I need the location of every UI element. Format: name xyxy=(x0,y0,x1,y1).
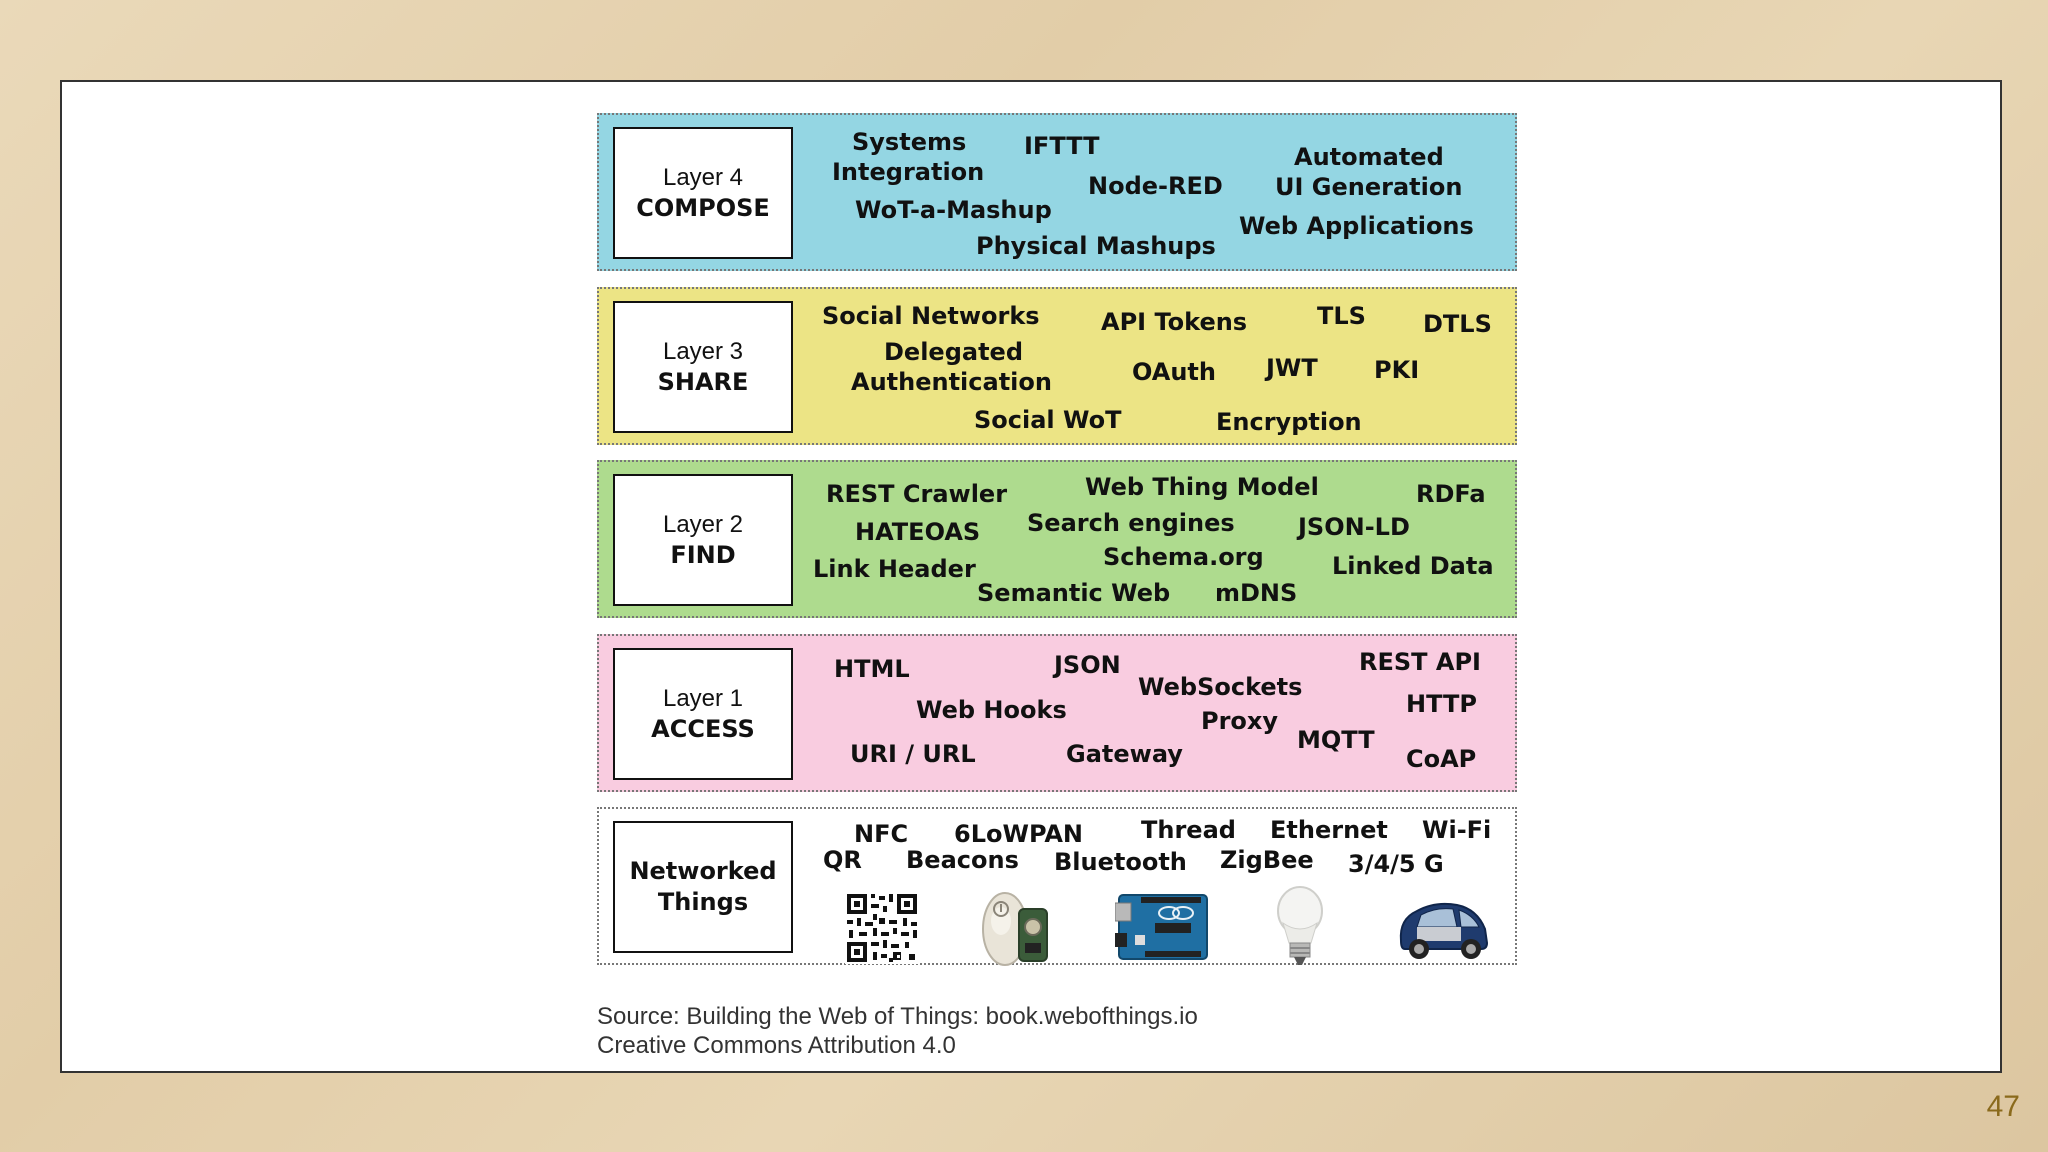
source-citation: Source: Building the Web of Things: book… xyxy=(597,1003,1198,1030)
term: API Tokens xyxy=(1101,308,1248,336)
term: JSON xyxy=(1054,651,1121,679)
term: mDNS xyxy=(1215,579,1298,607)
term: UI Generation xyxy=(1275,173,1463,201)
term: Encryption xyxy=(1216,408,1362,436)
term: URI / URL xyxy=(850,740,976,768)
smart-car-icon xyxy=(1399,902,1489,959)
layer-1-label: Layer 1 ACCESS xyxy=(613,648,793,780)
layer-name: COMPOSE xyxy=(636,194,770,222)
license-line: Creative Commons Attribution 4.0 xyxy=(597,1032,956,1059)
term: CoAP xyxy=(1406,745,1477,773)
layer-1-access: Layer 1 ACCESS HTML JSON REST API WebSoc… xyxy=(597,634,1517,792)
term: 3/4/5 G xyxy=(1348,850,1444,878)
term: Schema.org xyxy=(1103,543,1264,571)
term: Physical Mashups xyxy=(976,232,1216,260)
term: Link Header xyxy=(813,555,976,583)
term: PKI xyxy=(1374,356,1420,384)
term: Authentication xyxy=(851,368,1052,396)
networked-things-layer: Networked Things NFC 6LoWPAN Thread Ethe… xyxy=(597,807,1517,966)
term: 6LoWPAN xyxy=(954,820,1083,848)
term: Linked Data xyxy=(1332,552,1494,580)
term: HTML xyxy=(834,655,910,683)
layer-4-compose: Layer 4 COMPOSE Systems Integration IFTT… xyxy=(597,113,1517,271)
term: HTTP xyxy=(1406,690,1477,718)
networked-things-label: Networked Things xyxy=(613,821,793,953)
term: Integration xyxy=(832,158,985,186)
term: TLS xyxy=(1317,302,1366,330)
term: WebSockets xyxy=(1138,673,1303,701)
term: Gateway xyxy=(1066,740,1183,768)
qr-code-icon xyxy=(845,892,919,964)
layer-4-label: Layer 4 COMPOSE xyxy=(613,127,793,259)
term: Ethernet xyxy=(1270,816,1388,844)
beacon-device-icon xyxy=(982,892,1048,966)
term: Wi-Fi xyxy=(1422,816,1492,844)
layer-number: Layer 3 xyxy=(662,338,744,365)
term: JWT xyxy=(1266,354,1318,382)
label-line-1: Networked xyxy=(629,857,777,885)
term: Social WoT xyxy=(974,406,1122,434)
layer-number: Layer 1 xyxy=(662,685,744,712)
page-number: 47 xyxy=(1986,1090,2020,1123)
term: OAuth xyxy=(1132,358,1216,386)
term: MQTT xyxy=(1297,726,1375,754)
term: DTLS xyxy=(1423,310,1492,338)
term: Node-RED xyxy=(1088,172,1223,200)
layer-2-find: Layer 2 FIND REST Crawler Web Thing Mode… xyxy=(597,460,1517,618)
term: Web Applications xyxy=(1239,212,1474,240)
layer-number: Layer 4 xyxy=(662,164,744,191)
slide: Layer 4 COMPOSE Systems Integration IFTT… xyxy=(60,80,2002,1073)
term: RDFa xyxy=(1416,480,1486,508)
smart-bulb-icon xyxy=(1277,886,1323,965)
layer-3-share: Layer 3 SHARE Social Networks API Tokens… xyxy=(597,287,1517,445)
term: ZigBee xyxy=(1220,846,1314,874)
term: Beacons xyxy=(906,846,1019,874)
term: Semantic Web xyxy=(977,579,1171,607)
term: REST Crawler xyxy=(826,480,1008,508)
layer-name: FIND xyxy=(670,541,736,569)
term: Thread xyxy=(1141,816,1236,844)
term: Web Hooks xyxy=(916,696,1067,724)
term: HATEOAS xyxy=(855,518,981,546)
layer-number: Layer 2 xyxy=(662,511,744,538)
term: JSON-LD xyxy=(1298,513,1410,541)
term: IFTTT xyxy=(1024,132,1100,160)
term: NFC xyxy=(854,820,909,848)
term: Web Thing Model xyxy=(1085,473,1319,501)
layer-name: ACCESS xyxy=(651,715,755,743)
layer-3-label: Layer 3 SHARE xyxy=(613,301,793,433)
term: QR xyxy=(823,846,862,874)
layer-2-label: Layer 2 FIND xyxy=(613,474,793,606)
layer-name: SHARE xyxy=(657,368,749,396)
term: REST API xyxy=(1359,648,1481,676)
term: Social Networks xyxy=(822,302,1040,330)
term: Delegated xyxy=(884,338,1024,366)
label-line-2: Things xyxy=(657,888,749,916)
term: WoT-a-Mashup xyxy=(855,196,1052,224)
term: Systems xyxy=(852,128,967,156)
arduino-board-icon xyxy=(1115,894,1208,960)
term: Automated xyxy=(1294,143,1444,171)
term: Proxy xyxy=(1201,707,1279,735)
term: Search engines xyxy=(1027,509,1235,537)
term: Bluetooth xyxy=(1054,848,1187,876)
